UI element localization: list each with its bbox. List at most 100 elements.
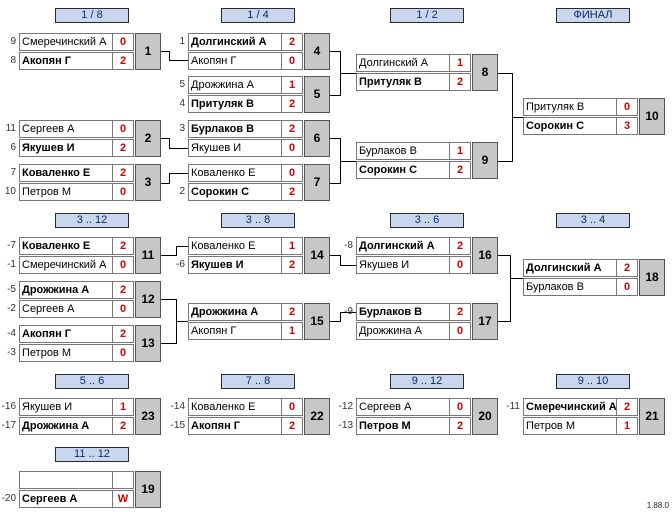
bracket-connector [498,161,512,162]
match-number: 20 [472,398,498,435]
match-number: 9 [472,142,498,179]
player-name: Бурлаков В [526,281,584,293]
player-score: 0 [281,165,302,181]
player-score: 2 [449,238,470,254]
round-header-p9-12: 9 .. 12 [390,374,464,389]
bracket-connector [340,265,356,266]
player-score: 2 [281,121,302,137]
player-slot-2[interactable]: Акопян Г 1 [188,322,303,340]
round-header-r14: 1 / 4 [221,8,295,23]
bracket-connector [340,73,356,74]
match-number: 19 [135,471,161,508]
player-name: Притуляк В [191,98,254,110]
bracket-connector [340,161,356,162]
bracket-connector [330,183,340,184]
player-score: 0 [112,121,133,137]
player-score: 0 [449,323,470,339]
player-score: 0 [449,257,470,273]
bracket-connector [510,255,511,322]
player-name: Акопян Г [191,325,237,337]
player-score: 2 [112,53,133,69]
player-score: 1 [281,323,302,339]
bracket-connector [169,173,170,184]
player-name: Коваленко Е [191,401,256,413]
player-name: Сергеев А [22,303,75,315]
seed-label: 10 [4,186,16,197]
player-name: Дрожжина А [22,420,90,432]
player-name: Смеречинский А [526,401,617,413]
player-score: 2 [281,418,302,434]
player-slot-1[interactable] [19,471,134,489]
bracket-connector [340,312,341,322]
player-score [112,472,133,488]
